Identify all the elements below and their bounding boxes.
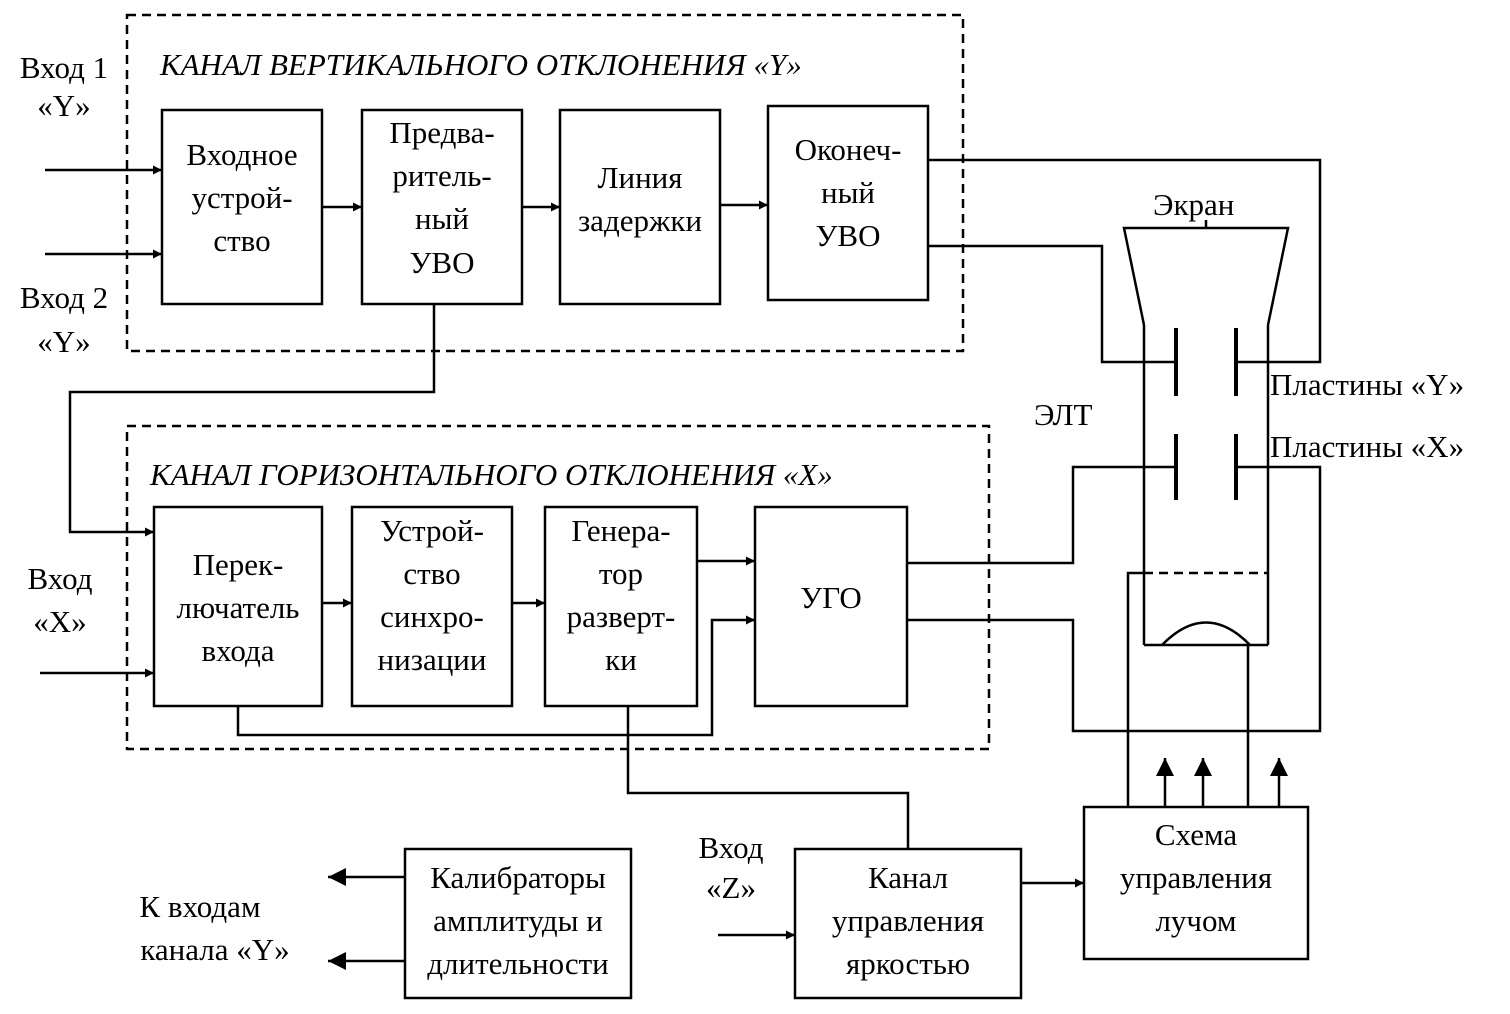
block-sweep-generator-line-1: Генера- xyxy=(571,513,670,548)
block-sweep-generator-line-3: разверт- xyxy=(567,599,676,634)
wire-ugo-to-plate-x-left xyxy=(907,465,1176,565)
input-y1-label-line-2: «Y» xyxy=(37,88,90,123)
block-ugo: УГО xyxy=(753,505,909,708)
block-brightness-channel-line-3: яркостью xyxy=(846,946,970,981)
crt-tube-label: ЭЛТ xyxy=(1034,397,1093,432)
block-brightness-channel-line-1: Канал xyxy=(868,860,948,895)
channel-y-title: КАНАЛ ВЕРТИКАЛЬНОГО ОТКЛОНЕНИЯ «Y» xyxy=(159,47,802,82)
block-calibrators-line-1: Калибраторы xyxy=(430,860,606,895)
block-delay-line-line-1: Линия xyxy=(597,160,682,195)
wire-final-to-plate-y-left xyxy=(928,244,1176,364)
block-input-switch-line-2: лючатель xyxy=(177,590,300,625)
block-final-amp: Оконеч- ный УВО xyxy=(766,104,930,302)
wire-beam-to-crt-left xyxy=(1126,571,1144,807)
channel-x-frame xyxy=(125,424,991,751)
crt-screen-label: Экран xyxy=(1153,187,1234,222)
output-to-y-label-line-2: канала «Y» xyxy=(140,932,289,967)
input-y2-label-line-2: «Y» xyxy=(37,324,90,359)
wire-final-to-plate-y-right xyxy=(928,158,1322,364)
block-sweep-generator-line-4: ки xyxy=(605,642,637,677)
block-beam-control-line-1: Схема xyxy=(1155,817,1238,852)
block-sweep-generator-line-2: тор xyxy=(599,556,643,591)
wire-sweep-to-brightness xyxy=(626,706,910,849)
wire-ugo-to-plate-x-right xyxy=(907,465,1322,733)
block-delay-line-line-2: задержки xyxy=(578,203,702,238)
block-brightness-channel-line-2: управления xyxy=(832,903,984,938)
block-sync-device-line-1: Устрой- xyxy=(380,513,484,548)
block-calibrators-line-2: амплитуды и xyxy=(433,903,603,938)
block-delay-line: Линия задержки xyxy=(558,108,722,306)
block-pre-amp-line-1: Предва- xyxy=(389,115,494,150)
block-pre-amp: Предва- ритель- ный УВО xyxy=(360,108,524,306)
block-input-device-line-1: Входное xyxy=(186,137,297,172)
wire-switch-to-ugo xyxy=(236,615,755,737)
block-sync-device-line-4: низации xyxy=(378,642,487,677)
output-to-y-label-line-1: К входам xyxy=(139,889,260,924)
block-brightness-channel: Канал управления яркостью xyxy=(793,847,1023,1000)
input-z-label-line-1: Вход xyxy=(699,830,764,865)
crt-tube xyxy=(1122,226,1290,647)
block-calibrators-line-3: длительности xyxy=(427,946,609,981)
block-input-switch-line-3: входа xyxy=(201,633,274,668)
block-final-amp-line-1: Оконеч- xyxy=(795,132,902,167)
input-y2-label-line-1: Вход 2 xyxy=(20,280,108,315)
block-beam-control: Схема управления лучом xyxy=(1082,805,1310,961)
block-final-amp-line-3: УВО xyxy=(815,218,880,253)
block-sweep-generator: Генера- тор разверт- ки xyxy=(543,505,699,708)
block-input-device-line-2: устрой- xyxy=(191,180,292,215)
input-x-label-line-1: Вход xyxy=(28,561,93,596)
input-z-label-line-2: «Z» xyxy=(706,870,756,905)
block-pre-amp-line-2: ритель- xyxy=(392,158,491,193)
crt-plates-x-label: Пластины «X» xyxy=(1270,429,1464,464)
block-final-amp-line-2: ный xyxy=(821,175,875,210)
channel-y-frame xyxy=(125,13,965,353)
block-ugo-line-1: УГО xyxy=(800,580,862,615)
block-input-device-line-3: ство xyxy=(213,223,270,258)
block-sync-device: Устрой- ство синхро- низации xyxy=(350,505,514,708)
input-x-label-line-2: «X» xyxy=(33,604,86,639)
wire-preamp-to-switch xyxy=(68,304,436,537)
crt-plates-y-label: Пластины «Y» xyxy=(1270,367,1464,402)
block-beam-control-line-2: управления xyxy=(1120,860,1272,895)
block-input-switch-line-1: Перек- xyxy=(193,547,284,582)
block-sync-device-line-3: синхро- xyxy=(380,599,484,634)
block-input-device: Входное устрой- ство xyxy=(160,108,324,306)
block-beam-control-line-3: лучом xyxy=(1155,903,1236,938)
block-input-switch: Перек- лючатель входа xyxy=(152,505,324,708)
channel-x-title: КАНАЛ ГОРИЗОНТАЛЬНОГО ОТКЛОНЕНИЯ «X» xyxy=(149,457,833,492)
block-sync-device-line-2: ство xyxy=(403,556,460,591)
block-pre-amp-line-4: УВО xyxy=(409,245,474,280)
block-pre-amp-line-3: ный xyxy=(415,201,469,236)
block-calibrators: Калибраторы амплитуды и длительности xyxy=(403,847,633,1000)
input-y1-label-line-1: Вход 1 xyxy=(20,50,108,85)
